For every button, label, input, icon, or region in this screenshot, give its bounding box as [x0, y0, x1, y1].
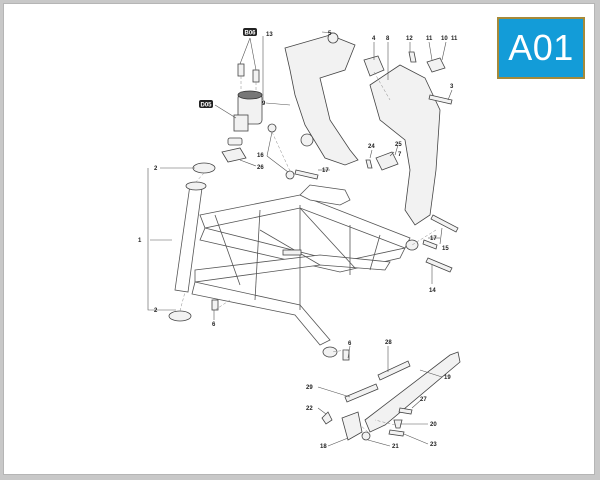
actuator-valve: [233, 114, 249, 132]
spring-29: [344, 383, 379, 403]
label-13[interactable]: 13: [266, 32, 273, 38]
lower-bearing: [168, 310, 192, 322]
nut-16-lower: [285, 170, 295, 180]
label-15[interactable]: 15: [442, 246, 449, 252]
bolt-23: [388, 429, 405, 437]
label-14[interactable]: 14: [429, 288, 436, 294]
part-labels: 13 5 4 8 12 11 10 11 3 9 24 25 7 16 26 1…: [138, 31, 458, 450]
nut-16-upper: [267, 123, 277, 133]
label-6b[interactable]: 6: [348, 341, 352, 347]
side-stand-19: [364, 351, 461, 433]
label-20[interactable]: 20: [430, 422, 437, 428]
bottom-frame-rail: [191, 281, 331, 346]
label-6a[interactable]: 6: [212, 322, 216, 328]
upper-bearing: [192, 162, 216, 174]
frame-cross-tube-5: [369, 234, 381, 271]
callout-b06[interactable]: B06: [243, 28, 257, 36]
label-25[interactable]: 25: [395, 142, 402, 148]
label-2b[interactable]: 2: [154, 308, 158, 314]
label-8[interactable]: 8: [386, 36, 390, 42]
label-23[interactable]: 23: [430, 442, 437, 448]
frame-cross-tube-2: [254, 209, 261, 301]
bolt-24: [365, 159, 373, 169]
switch-22: [321, 411, 333, 425]
label-17a[interactable]: 17: [322, 168, 329, 174]
label-21[interactable]: 21: [392, 444, 399, 450]
label-5[interactable]: 5: [328, 31, 332, 37]
engine-mount-4: [363, 55, 385, 77]
label-26[interactable]: 26: [257, 165, 264, 171]
label-1[interactable]: 1: [138, 238, 142, 244]
pin-20: [393, 419, 403, 429]
actuator-top: [237, 90, 263, 100]
section-badge: A01: [497, 17, 585, 79]
washer-21: [361, 431, 371, 441]
bolt-27: [398, 407, 413, 415]
side-stand-bracket-18: [341, 411, 363, 441]
fitting-right: [252, 69, 260, 83]
main-frame: [174, 181, 419, 358]
bolt-14: [425, 257, 453, 273]
label-9[interactable]: 9: [262, 101, 266, 107]
leader-lines: [147, 31, 453, 447]
fitting-left: [237, 63, 245, 77]
right-pivot-plate: [369, 64, 441, 226]
bolt-17-lower: [422, 239, 438, 250]
chain-guide-7: [375, 151, 399, 171]
sensor-10: [426, 57, 446, 73]
frame-cross-tube-1: [214, 214, 241, 286]
label-17b[interactable]: 17: [430, 236, 437, 242]
bolt-12: [408, 51, 417, 63]
label-11a[interactable]: 11: [426, 36, 433, 42]
steering-head-top: [185, 181, 207, 191]
label-22[interactable]: 22: [306, 406, 313, 412]
frame-plate: [282, 249, 302, 256]
frame-lower-boss: [322, 346, 338, 358]
label-24[interactable]: 24: [368, 144, 375, 150]
callout-d05-text: D05: [200, 102, 212, 108]
lower-frame-rail: [194, 254, 391, 283]
label-27[interactable]: 27: [420, 397, 427, 403]
label-11b[interactable]: 11: [451, 36, 458, 42]
label-12[interactable]: 12: [406, 36, 413, 42]
label-10[interactable]: 10: [441, 36, 448, 42]
bolt-15: [430, 214, 459, 233]
callout-d05[interactable]: D05: [199, 100, 213, 108]
mount-bracket-26: [221, 147, 247, 163]
section-badge-text: A01: [508, 27, 574, 68]
frame-rear-boss: [405, 239, 419, 251]
label-28[interactable]: 28: [385, 340, 392, 346]
pivot-plate-hole: [300, 133, 314, 147]
frame-diagonal-2: [259, 229, 321, 266]
bolt-3: [428, 94, 453, 105]
label-2a[interactable]: 2: [154, 166, 158, 172]
label-3[interactable]: 3: [450, 84, 454, 90]
assembly-lines: [179, 71, 437, 433]
bolt-6-right: [342, 349, 350, 361]
label-4[interactable]: 4: [372, 36, 376, 42]
frame-diagonal-1: [299, 207, 356, 269]
label-18[interactable]: 18: [320, 444, 327, 450]
callout-b06-text: B06: [244, 30, 256, 36]
label-16[interactable]: 16: [257, 153, 264, 159]
spring-28: [377, 360, 411, 381]
label-29[interactable]: 29: [306, 385, 313, 391]
label-19[interactable]: 19: [444, 375, 451, 381]
label-7[interactable]: 7: [398, 152, 402, 158]
bolt-17-upper: [294, 169, 319, 180]
frame-mount-bracket: [299, 184, 351, 206]
left-pivot-plate: [284, 34, 359, 166]
sensor-connector: [227, 137, 243, 146]
